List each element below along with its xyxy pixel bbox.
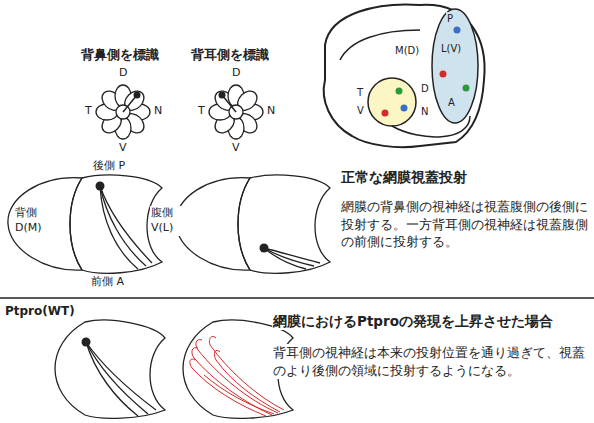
axis-letter: N <box>153 104 163 119</box>
divider <box>0 297 594 299</box>
axis-label: 腹側 V(L) <box>150 206 186 236</box>
dot <box>401 105 408 112</box>
axis-letter: V <box>231 141 241 156</box>
axis-letter: T <box>197 104 206 119</box>
axis-letter: N <box>266 104 276 119</box>
dot <box>463 85 470 92</box>
optic-nerve <box>392 116 470 137</box>
dot <box>382 110 389 117</box>
axis-letter: D <box>118 66 128 81</box>
brain-fold <box>340 30 420 60</box>
tectum-pair <box>8 175 162 273</box>
tectum-region <box>432 9 478 123</box>
dot <box>454 27 461 34</box>
section-heading: 正常な網膜視蓋投射 <box>340 168 468 187</box>
tectum-wt <box>55 320 165 418</box>
condition-label: Ptpro(WT) <box>4 303 76 319</box>
dot <box>134 92 141 99</box>
axis-letter: N <box>420 105 429 119</box>
dot <box>219 92 226 99</box>
dot <box>396 88 403 95</box>
axis-letter: M(D) <box>394 44 420 58</box>
axis-letter: V <box>356 104 365 118</box>
axis-label: 前側 A <box>90 275 125 290</box>
heading-label: 背耳側を標識 <box>190 46 270 64</box>
axis-letter: D <box>420 82 430 96</box>
section-heading: 網膜におけるPtproの発現を上昇させた場合 <box>272 312 554 330</box>
dot <box>96 182 105 191</box>
petal <box>121 87 148 114</box>
eye <box>368 78 416 126</box>
axis-label: 後側 P <box>92 159 126 174</box>
description: 網膜の背鼻側の視神経は視蓋腹側の後側に投射する。一方背耳側の視神経は視蓋腹側の前… <box>340 198 590 251</box>
axis-letter: T <box>356 86 364 100</box>
axis-label: 背側 D(M) <box>14 206 50 236</box>
description: 背耳側の視神経は本来の投射位置を通り過ぎて、視蓋のより後側の領域に投射するように… <box>272 344 586 379</box>
retina-flowers <box>96 85 263 139</box>
brain-outline <box>324 4 485 147</box>
heading-label: 背鼻側を標識 <box>80 46 160 64</box>
axis-letter: V <box>118 141 128 156</box>
axis-letter: P <box>446 12 454 26</box>
axis-letter: L(V) <box>440 42 462 56</box>
axis-letter: T <box>84 104 93 119</box>
axis-letter: D <box>231 66 241 81</box>
axis-letter: A <box>447 96 456 110</box>
tectum-pair <box>176 175 330 273</box>
dot <box>440 71 447 78</box>
